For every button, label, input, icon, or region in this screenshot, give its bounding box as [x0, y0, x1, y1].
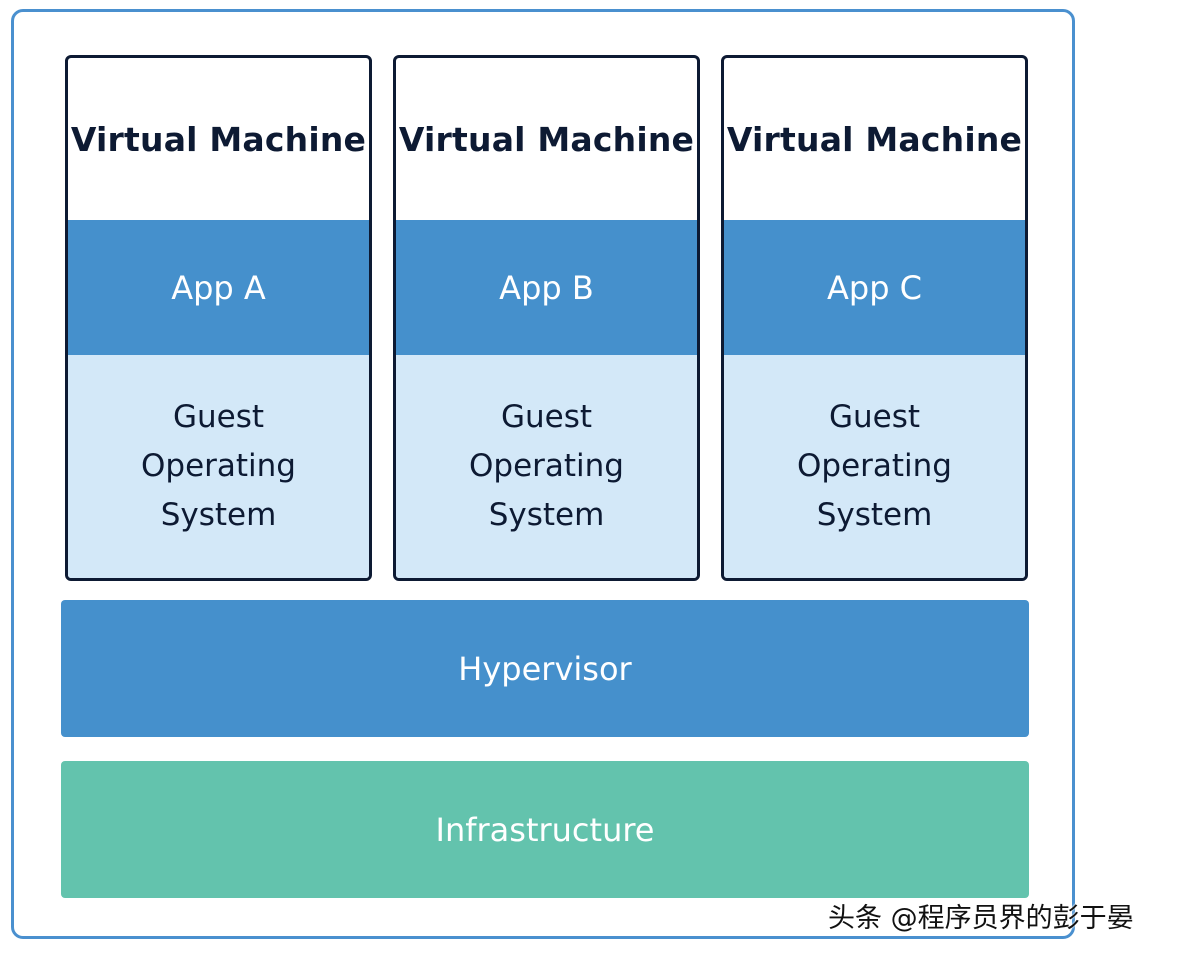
infrastructure-layer: Infrastructure: [61, 761, 1029, 898]
vm-title: Virtual Machine: [70, 119, 367, 159]
guest-os-line: Operating: [797, 448, 952, 484]
vm-title: Virtual Machine: [726, 119, 1023, 159]
hypervisor-layer: Hypervisor: [61, 600, 1029, 737]
virtual-machine-c: Virtual Machine App C Guest Operating Sy…: [721, 55, 1028, 581]
guest-os-line: Guest: [500, 399, 593, 435]
app-c-layer: App C: [724, 220, 1025, 355]
app-b-layer: App B: [396, 220, 697, 355]
guest-os-line: Operating: [469, 448, 624, 484]
guest-os-line: Guest: [172, 399, 265, 435]
guest-os-line: Operating: [141, 448, 296, 484]
guest-os-line: System: [816, 497, 933, 533]
virtual-machine-a: Virtual Machine App A Guest Operating Sy…: [65, 55, 372, 581]
guest-os-line: System: [160, 497, 277, 533]
guest-os-line: Guest: [828, 399, 921, 435]
guest-os-layer: Guest Operating System: [68, 355, 369, 578]
virtual-machine-b: Virtual Machine App B Guest Operating Sy…: [393, 55, 700, 581]
vm-title: Virtual Machine: [398, 119, 695, 159]
guest-os-layer: Guest Operating System: [396, 355, 697, 578]
guest-os-layer: Guest Operating System: [724, 355, 1025, 578]
watermark-text: 头条 @程序员界的彭于晏: [828, 903, 1134, 934]
app-a-layer: App A: [68, 220, 369, 355]
guest-os-line: System: [488, 497, 605, 533]
